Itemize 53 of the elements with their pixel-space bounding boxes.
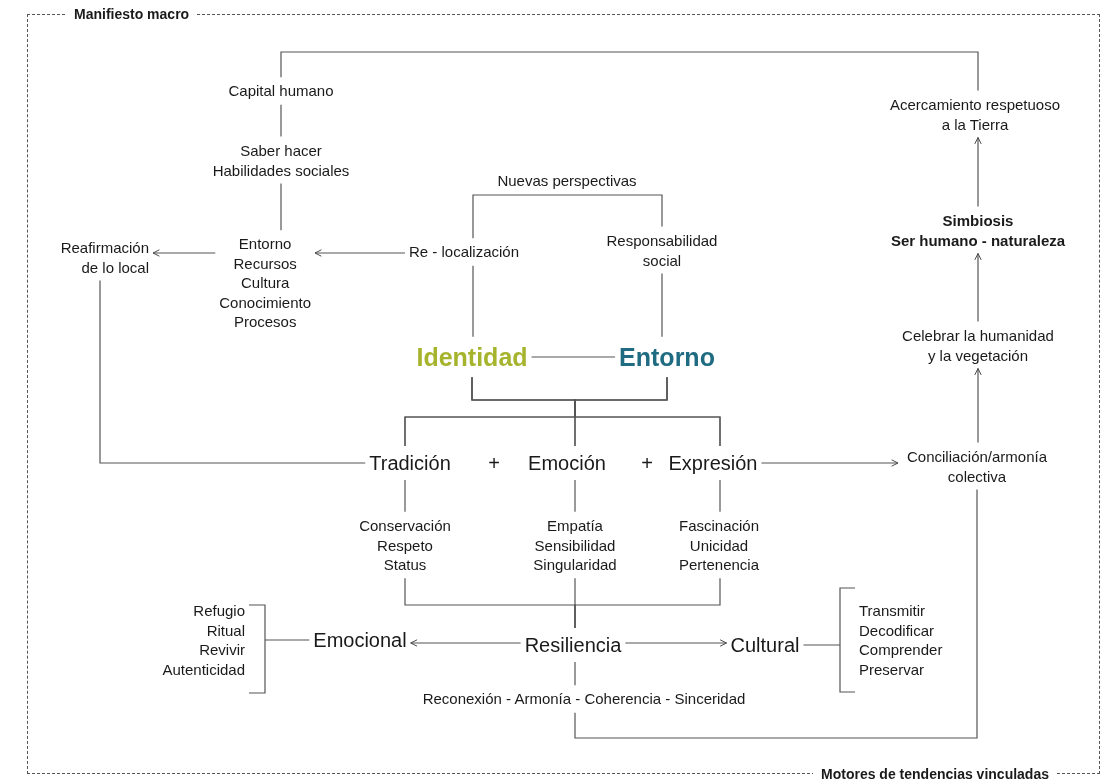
arrow <box>974 367 982 444</box>
connector-line <box>574 376 721 447</box>
connector-line <box>280 104 282 138</box>
connector-line <box>661 272 663 338</box>
concept-text: Responsabilidad social <box>606 230 718 270</box>
connector-line <box>574 661 576 686</box>
connector-line <box>574 577 721 629</box>
concept-label: Expresión <box>668 450 758 476</box>
concept-text: Re - localización <box>409 242 519 262</box>
connector-line <box>530 356 616 358</box>
concept-text: Transmitir Decodificar Comprender Preservar <box>859 601 943 679</box>
concept-text: Acercamiento respetuoso a la Tierra <box>886 94 1064 134</box>
concept-text: Reconexión - Armonía - Coherencia - Sinceridad <box>422 689 746 709</box>
arrow <box>410 639 522 647</box>
concept-text: Refugio Ritual Revivir Autenticidad <box>162 601 245 679</box>
concept-label: Cultural <box>730 632 800 658</box>
plus-sign: + <box>641 451 653 475</box>
concept-text: Entorno Recursos Cultura Conocimiento Procesos <box>219 234 311 332</box>
concept-label: Identidad <box>416 340 528 374</box>
concept-text: Capital humano <box>228 81 334 101</box>
concept-label: Emocional <box>313 627 407 653</box>
concept-text: Celebrar la humanidad y la vegetación <box>898 325 1058 365</box>
concept-label: Emoción <box>528 450 606 476</box>
concept-text: Conservación Respeto Status <box>359 515 451 575</box>
concept-text: Simbiosis <box>941 210 1015 230</box>
connector-line <box>719 479 721 513</box>
arrow <box>760 459 899 467</box>
arrow <box>624 639 728 647</box>
connector-line <box>574 488 978 739</box>
connector-line <box>472 194 663 239</box>
bracket-connector <box>248 604 310 694</box>
arrow <box>974 136 982 208</box>
arrow <box>974 252 982 323</box>
concept-text: Reafirmación de lo local <box>49 237 149 277</box>
concept-text: Ser humano - naturaleza <box>890 230 1066 250</box>
connector-line <box>280 182 282 231</box>
concept-text: Fascinación Unicidad Pertenencia <box>679 515 759 575</box>
frame-title: Motores de tendencias vinculadas <box>813 765 1057 782</box>
connector-line <box>472 265 474 338</box>
arrow <box>152 249 216 257</box>
plus-sign: + <box>488 451 500 475</box>
concept-label: Resiliencia <box>524 632 622 658</box>
connector-line <box>574 479 576 513</box>
connector-line <box>404 479 406 513</box>
bracket-connector <box>802 587 856 693</box>
concept-label: Entorno <box>619 340 715 374</box>
concept-label: Tradición <box>369 450 451 476</box>
connector-line <box>280 51 979 92</box>
connector-line <box>99 279 366 464</box>
concept-text: Conciliación/armonía colectiva <box>902 446 1052 486</box>
concept-text: Saber hacer Habilidades sociales <box>206 140 356 180</box>
concept-text: Empatía Sensibilidad Singularidad <box>533 515 617 575</box>
arrow <box>314 249 406 257</box>
